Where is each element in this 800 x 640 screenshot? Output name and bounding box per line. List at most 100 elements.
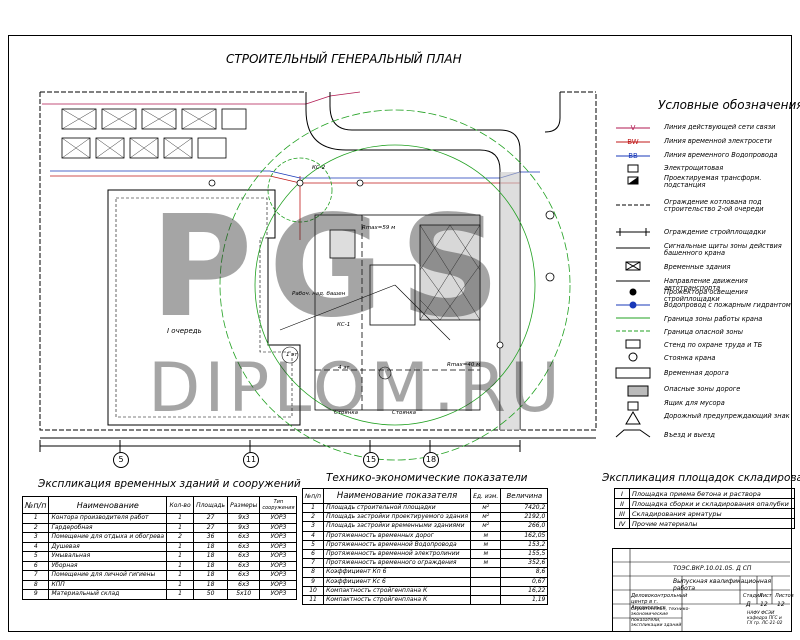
- table-cell: м: [470, 548, 502, 560]
- col-header: №п/п: [301, 488, 325, 504]
- legend-item: Граница зоны работы крана: [616, 315, 798, 328]
- legend-item: Стоянка крана: [616, 354, 798, 367]
- legend-title: Условные обозначения: [658, 98, 800, 112]
- table-cell: Коэффициент Кс 6: [323, 576, 472, 587]
- legend-item-label: Линия действующей сети связи: [664, 123, 776, 131]
- legend-item-label: Прожектора освещения стройплощадки: [664, 288, 748, 304]
- table-cell: II: [614, 498, 630, 509]
- table-cell: 0,67: [500, 576, 549, 587]
- legend-item: Электрощитовая: [616, 164, 798, 177]
- axis-marker: 18: [423, 452, 439, 468]
- table-cell: [470, 567, 502, 578]
- table-cell: 50: [193, 589, 229, 600]
- legend-item-label: Ящик для мусора: [664, 399, 725, 407]
- table-cell: 27: [193, 522, 229, 533]
- table-cell: 6х3: [227, 532, 261, 543]
- table-cell: [470, 594, 502, 606]
- sheet-title: Стройгенплан, технико-экономические пока…: [631, 607, 690, 629]
- table-cell: УОРЗ: [259, 541, 298, 552]
- buildings-table: №п/п Наименование Кол-во Площадь Размеры…: [21, 496, 298, 600]
- col-header: Площадь: [193, 496, 229, 514]
- table-cell: 3: [301, 521, 325, 532]
- table-cell: 2192,0: [500, 512, 549, 523]
- drawing-sheet-frame: [8, 35, 792, 632]
- radius-label-2: Rmax=40 м: [447, 362, 481, 368]
- legend-item-label: Граница зоны работы крана: [664, 315, 763, 323]
- table-cell: Площадь строительной площадки: [323, 502, 472, 514]
- table-cell: 9: [21, 589, 50, 600]
- table-cell: 1: [166, 589, 195, 600]
- table-cell: 1: [166, 513, 195, 524]
- table-cell: УОРЗ: [259, 579, 298, 590]
- table-cell: 352,6: [500, 558, 549, 569]
- legend-item: Стенд по охране труда и ТБ: [616, 341, 798, 354]
- table-cell: 36: [193, 532, 229, 543]
- table-cell: Материальный склад: [48, 589, 168, 600]
- legend-item-label: Линия временной электросети: [664, 137, 772, 145]
- title-block: ТОЭС.ВКР.10.01.05. Д СП Выпускная квалиф…: [612, 548, 794, 631]
- axis-marker: 11: [243, 452, 259, 468]
- table-cell: УОРЗ: [259, 522, 298, 533]
- legend-item-label: Граница опасной зоны: [664, 328, 743, 336]
- table-cell: 1: [301, 502, 325, 514]
- legend-item-label: Ограждение котлована под строительство 2…: [664, 198, 764, 214]
- table-cell: 7: [21, 570, 50, 581]
- table-cell: УОРЗ: [259, 513, 298, 524]
- table-cell: Площадь застройки временными зданиями: [323, 521, 472, 532]
- col-header: Наименование показателя: [323, 488, 472, 504]
- legend-mark: V: [630, 124, 636, 132]
- table-cell: 18: [193, 579, 229, 590]
- table-cell: IV: [614, 518, 630, 529]
- table-cell: УОРЗ: [259, 589, 298, 600]
- legend-item-label: Линия временного Водопровода: [664, 151, 778, 159]
- sheet-header: Лист: [759, 593, 772, 599]
- table-cell: 16,22: [500, 585, 549, 596]
- table-cell: Площадка сборки и складирования опалубки: [629, 498, 795, 509]
- table-cell: УОРЗ: [259, 532, 298, 543]
- table-cell: 18: [193, 560, 229, 571]
- table-cell: УОРЗ: [259, 551, 298, 562]
- table-cell: УОРЗ: [259, 560, 298, 571]
- table-cell: 5: [21, 551, 50, 562]
- parking-label-2: Стоянка: [392, 410, 417, 416]
- legend-item: Опасные зоны дороге: [616, 385, 798, 398]
- table-cell: Протяженность временной Водопровода: [323, 539, 472, 550]
- table-cell: 8: [21, 579, 50, 590]
- table-cell: 3: [21, 532, 50, 543]
- col-header: Размеры: [227, 496, 261, 514]
- table-cell: 155,5: [500, 548, 549, 560]
- legend-item-label: Опасные зоны дороге: [664, 385, 741, 393]
- legend-item: Ограждение стройплощадки: [616, 228, 798, 241]
- table-cell: 18: [193, 541, 229, 552]
- table-cell: [470, 576, 502, 587]
- legend-item-label: Водопровод с пожарным гидрантом: [664, 301, 791, 309]
- legend-item: Направление движения автотранспорта: [616, 277, 798, 292]
- legend-item: Дорожный предупреждающий знак: [616, 412, 798, 425]
- col-header: Тип сооружения: [259, 496, 298, 514]
- table-cell: 1: [166, 522, 195, 533]
- table-cell: Помещение для отдыха и обогрева: [48, 532, 168, 543]
- legend-item-label: Въезд и выезд: [664, 431, 715, 439]
- table-cell: 1: [166, 579, 195, 590]
- table-cell: Компактность стройгенплана К: [323, 594, 472, 606]
- legend-item: Временные здания: [616, 263, 798, 276]
- axis-marker: 15: [363, 452, 379, 468]
- table-cell: Площадка приема бетона и раствора: [629, 488, 795, 499]
- col-header: Наименование: [48, 496, 168, 514]
- col-header: Кол-во: [166, 496, 195, 514]
- path-label: Рабоч. над. башен: [292, 291, 346, 297]
- table-cell: 266,0: [500, 521, 549, 532]
- table-cell: 7: [301, 558, 325, 569]
- legend-mark: BB: [628, 152, 638, 160]
